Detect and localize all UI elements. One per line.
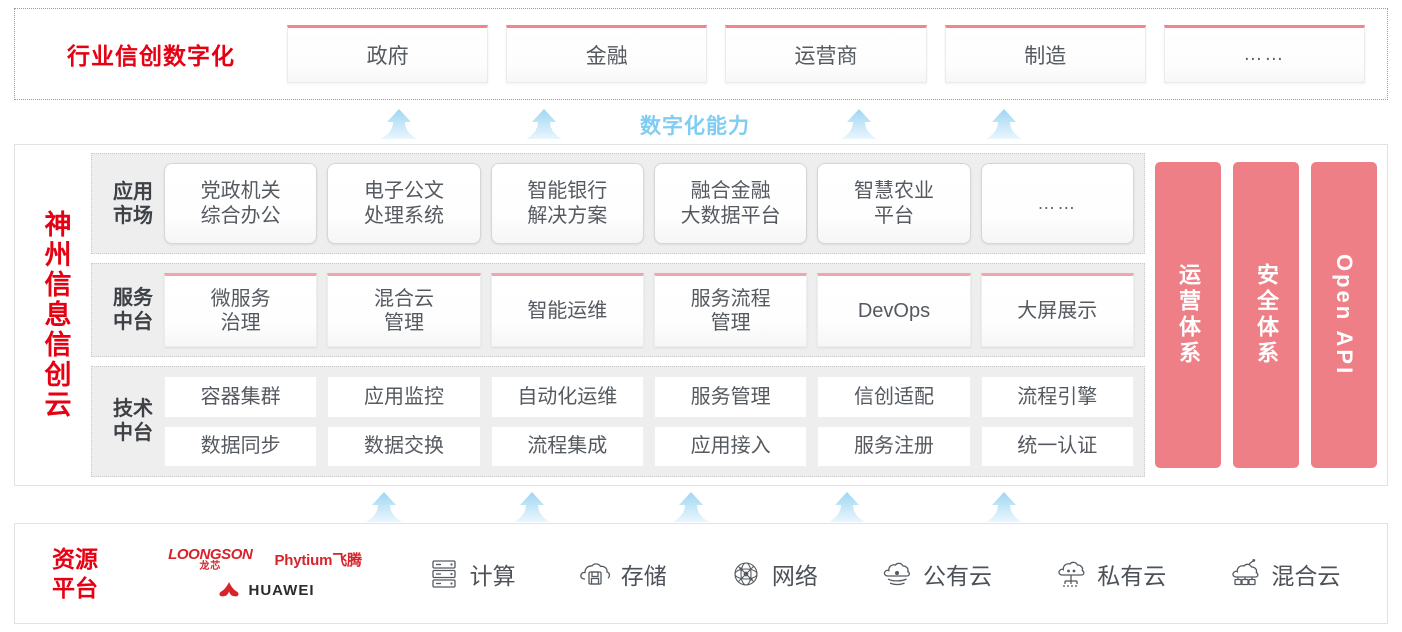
tech-card-service-registry[interactable]: 服务注册 — [817, 425, 971, 468]
huawei-petal-icon — [216, 580, 242, 600]
tech-card-automated-ops[interactable]: 自动化运维 — [490, 375, 644, 418]
tech-card-process-engine[interactable]: 流程引擎 — [980, 375, 1134, 418]
service-card-process-management[interactable]: 服务流程管理 — [653, 273, 808, 347]
tech-card-service-management[interactable]: 服务管理 — [653, 375, 808, 418]
tech-card-data-sync[interactable]: 数据同步 — [164, 425, 318, 468]
layer-label-service-platform: 服务 中台 — [113, 287, 153, 334]
tech-card-app-monitoring[interactable]: 应用监控 — [327, 375, 481, 418]
app-card-smart-agriculture[interactable]: 智慧农业平台 — [817, 163, 971, 245]
resource-platform-container: 资源 平台 LOONGSON 龙芯 Phytium飞腾 HUAWEI — [14, 523, 1388, 624]
up-arrow-icon — [975, 108, 1033, 142]
vendor-logo-row-1: LOONGSON 龙芯 Phytium飞腾 — [168, 547, 362, 572]
app-card-government-office[interactable]: 党政机关综合办公 — [164, 163, 318, 245]
vendor-logo-row-2: HUAWEI — [216, 580, 315, 600]
capability-arrow-strip: 数字化能力 — [0, 106, 1402, 142]
phytium-logo: Phytium飞腾 — [274, 552, 362, 569]
cloud-body: 应用 市场 党政机关综合办公 电子公文处理系统 智能银行解决方案 — [91, 145, 1387, 485]
tech-card-data-exchange[interactable]: 数据交换 — [327, 425, 481, 468]
service-card-microservice-governance[interactable]: 微服务治理 — [164, 273, 318, 347]
resource-item-network[interactable]: 网络 — [728, 557, 818, 591]
server-icon — [426, 557, 462, 591]
up-arrow-icon — [662, 491, 720, 525]
public-cloud-icon — [879, 557, 915, 591]
up-arrow-icon — [515, 108, 573, 142]
cloud-platform-title-text: 神州信息信创云 — [40, 210, 71, 420]
huawei-logo: HUAWEI — [216, 580, 315, 600]
pillar-operations-label: 运营体系 — [1176, 263, 1201, 367]
layer-service-platform: 服务 中台 微服务治理 混合云管理 智能运维 服务流程管理 — [91, 263, 1145, 357]
resource-item-storage[interactable]: 存储 — [577, 557, 667, 591]
resource-item-storage-label: 存储 — [620, 562, 667, 589]
resource-item-public-cloud-label: 公有云 — [923, 562, 993, 589]
service-card-hybrid-cloud-management[interactable]: 混合云管理 — [327, 273, 481, 347]
private-cloud-icon — [1053, 557, 1089, 591]
loongson-logo: LOONGSON 龙芯 — [168, 546, 253, 572]
industry-box-list: 政府 金融 运营商 制造 …… — [287, 25, 1387, 83]
app-card-smart-bank[interactable]: 智能银行解决方案 — [490, 163, 644, 245]
app-card-edoc-system[interactable]: 电子公文处理系统 — [327, 163, 481, 245]
resource-item-compute[interactable]: 计算 — [426, 557, 516, 591]
layer-technology-platform: 技术 中台 容器集群 应用监控 自动化运维 服务管理 信创适配 流程引擎 — [91, 365, 1145, 478]
cloud-layer-list: 应用 市场 党政机关综合办公 电子公文处理系统 智能银行解决方案 — [91, 153, 1145, 478]
tech-card-app-access[interactable]: 应用接入 — [653, 425, 808, 468]
resource-item-hybrid-cloud[interactable]: 混合云 — [1227, 557, 1340, 591]
capability-label: 数字化能力 — [640, 115, 750, 138]
up-arrow-icon — [355, 491, 413, 525]
resource-arrow-strip — [0, 489, 1402, 525]
technology-card-row-2: 数据同步 数据交换 流程集成 应用接入 服务注册 统一认证 — [164, 425, 1134, 468]
resource-platform-title: 资源 平台 — [52, 545, 98, 601]
cloud-platform-container: 神州信息信创云 应用 市场 党政机关综合办公 电子公文处理系统 — [14, 144, 1388, 486]
network-mesh-icon — [728, 557, 764, 591]
industry-box-manufacturing[interactable]: 制造 — [944, 25, 1146, 83]
pillar-security-system[interactable]: 安全体系 — [1233, 162, 1299, 468]
service-card-list: 微服务治理 混合云管理 智能运维 服务流程管理 DevOps 大屏展示 — [164, 273, 1134, 347]
pillar-open-api[interactable]: Open API — [1311, 162, 1377, 468]
pillar-operations-system[interactable]: 运营体系 — [1155, 162, 1221, 468]
loongson-logo-cn: 龙芯 — [199, 561, 222, 572]
service-card-dashboard[interactable]: 大屏展示 — [980, 273, 1134, 347]
up-arrow-icon — [830, 108, 888, 142]
application-card-list: 党政机关综合办公 电子公文处理系统 智能银行解决方案 融合金融大数据平台 智慧农 — [164, 163, 1134, 245]
up-arrow-icon — [503, 491, 561, 525]
cloud-storage-icon — [577, 557, 613, 591]
tech-card-xinchuang-adaptation[interactable]: 信创适配 — [817, 375, 971, 418]
up-arrow-icon — [370, 108, 428, 142]
up-arrow-icon — [975, 491, 1033, 525]
industry-box-government[interactable]: 政府 — [287, 25, 489, 83]
resource-item-private-cloud[interactable]: 私有云 — [1053, 557, 1166, 591]
industry-box-telecom[interactable]: 运营商 — [725, 25, 927, 83]
cloud-platform-title: 神州信息信创云 — [15, 145, 91, 485]
technology-card-grid: 容器集群 应用监控 自动化运维 服务管理 信创适配 流程引擎 数据同步 数据交换… — [164, 375, 1134, 468]
industry-band-title: 行业信创数字化 — [67, 43, 235, 69]
tech-card-unified-auth[interactable]: 统一认证 — [980, 425, 1134, 468]
service-card-smart-ops[interactable]: 智能运维 — [490, 273, 644, 347]
app-card-more[interactable]: …… — [980, 163, 1134, 245]
app-card-fintech-bigdata[interactable]: 融合金融大数据平台 — [653, 163, 808, 245]
tech-card-container-cluster[interactable]: 容器集群 — [164, 375, 318, 418]
industry-band: 行业信创数字化 政府 金融 运营商 制造 …… — [14, 8, 1388, 100]
resource-item-hybrid-cloud-label: 混合云 — [1271, 562, 1341, 589]
resource-item-private-cloud-label: 私有云 — [1097, 562, 1167, 589]
layer-label-technology-platform: 技术 中台 — [113, 398, 153, 445]
resource-item-public-cloud[interactable]: 公有云 — [879, 557, 992, 591]
resource-item-list: 计算 存储 — [395, 557, 1387, 591]
pillar-open-api-label: Open API — [1332, 253, 1357, 377]
resource-item-network-label: 网络 — [771, 562, 818, 589]
huawei-logo-text: HUAWEI — [248, 581, 315, 599]
pillar-list: 运营体系 安全体系 Open API — [1145, 153, 1377, 477]
resource-item-compute-label: 计算 — [469, 562, 516, 589]
industry-box-finance[interactable]: 金融 — [506, 25, 708, 83]
technology-card-row-1: 容器集群 应用监控 自动化运维 服务管理 信创适配 流程引擎 — [164, 375, 1134, 418]
industry-box-more[interactable]: …… — [1163, 25, 1366, 83]
tech-card-process-integration[interactable]: 流程集成 — [490, 425, 644, 468]
hybrid-cloud-icon — [1227, 557, 1263, 591]
layer-application-market: 应用 市场 党政机关综合办公 电子公文处理系统 智能银行解决方案 — [91, 153, 1145, 255]
pillar-security-label: 安全体系 — [1254, 263, 1279, 367]
up-arrow-icon — [818, 491, 876, 525]
service-card-devops[interactable]: DevOps — [817, 273, 971, 347]
loongson-logo-en: LOONGSON — [168, 546, 253, 563]
vendor-logo-list: LOONGSON 龙芯 Phytium飞腾 HUAWEI — [135, 547, 395, 600]
layer-label-application-market: 应用 市场 — [113, 180, 153, 227]
